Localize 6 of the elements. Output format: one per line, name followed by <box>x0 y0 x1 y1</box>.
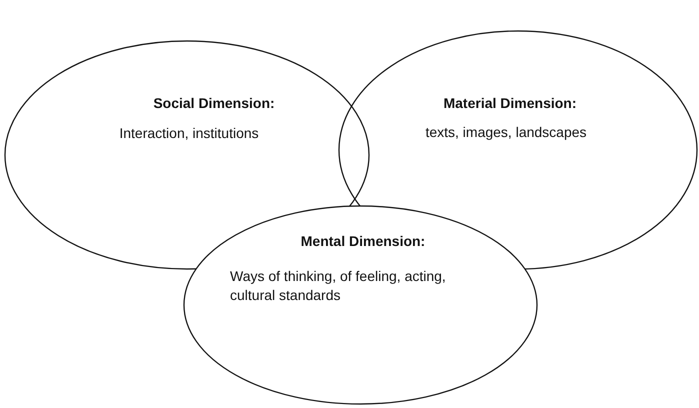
dimension-heading: Social Dimension: <box>153 95 275 111</box>
dimension-description: Interaction, institutions <box>119 124 259 143</box>
dimension-description: Ways of thinking, of feeling, acting, cultural standards <box>230 267 447 305</box>
dimension-heading: Material Dimension: <box>443 95 577 111</box>
dimension-description: texts, images, landscapes <box>425 123 587 142</box>
dimension-heading: Mental Dimension: <box>300 233 426 249</box>
